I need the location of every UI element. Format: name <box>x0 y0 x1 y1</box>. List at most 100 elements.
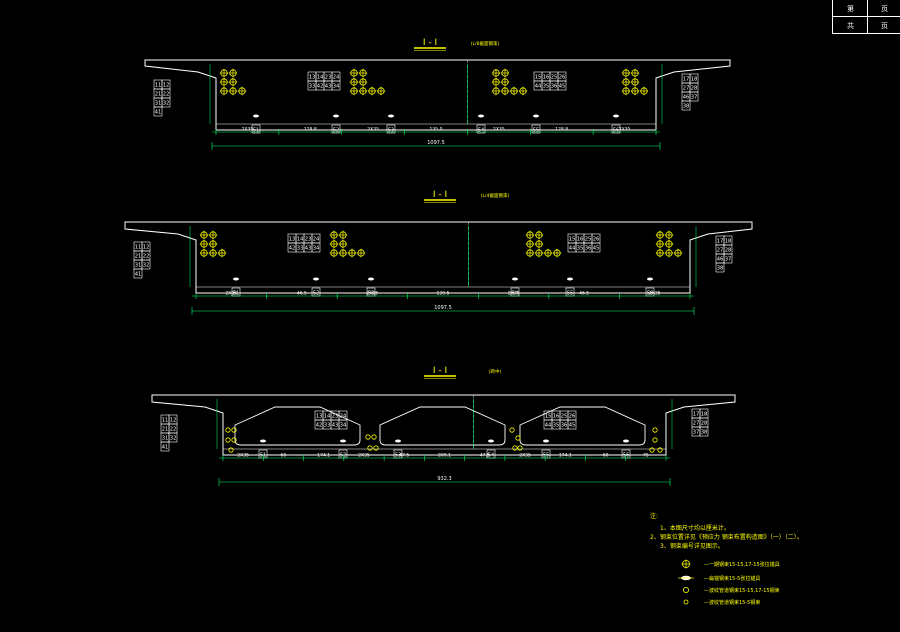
tendon-tag: 38 <box>683 104 690 110</box>
dimension-value: 2X35 <box>619 127 631 133</box>
dimension-value: 2X35 <box>519 453 531 459</box>
tendon-tag: 17 <box>717 239 724 245</box>
anchor-label-box <box>476 124 486 134</box>
tendon-tag-cell <box>557 80 567 91</box>
tendon-tag: 25 <box>585 237 592 243</box>
dimension-value: 46.5 <box>297 291 307 297</box>
dimension-value: 2X35 <box>358 453 370 459</box>
total-width-value: 932.3 <box>437 476 451 482</box>
title-block-cell: 共 <box>847 22 854 30</box>
dimension-value: 2X35 <box>237 453 249 459</box>
tendon-tag: 18 <box>701 412 708 418</box>
anchor-label-box <box>331 124 341 134</box>
flat-anchor-icon <box>613 114 619 118</box>
tendon-tag: 18 <box>725 239 732 245</box>
flat-anchor-icon <box>488 439 494 443</box>
tendon-tag: 12 <box>170 418 177 424</box>
tendon-tag-cell <box>160 441 170 452</box>
tendon-tag: 28 <box>691 86 698 92</box>
flat-anchor-icon <box>647 277 653 281</box>
anchor-label: 56 <box>613 128 619 134</box>
tendon-tag: 46 <box>683 95 690 101</box>
dimension-value: 135.0 <box>430 127 443 133</box>
tendon-tag: 23 <box>332 414 339 420</box>
tendon-tag: 13 <box>289 237 296 243</box>
flat-anchor-icon <box>623 439 629 443</box>
tendon-tag-cell <box>331 80 341 91</box>
box-cell-outline <box>234 406 361 446</box>
duct-ring-icon <box>515 435 521 441</box>
tendon-tag: 38 <box>717 266 724 272</box>
anchor-label: 55 <box>533 128 539 134</box>
tendon-tag: 26 <box>569 414 576 420</box>
tendon-tag: 27 <box>683 86 690 92</box>
flat-anchor-icon <box>478 114 484 118</box>
tendon-tag: 37 <box>693 430 700 436</box>
tendon-tag: 43 <box>305 246 312 252</box>
tendon-tag-cell <box>153 106 163 117</box>
tendon-tag: 33 <box>324 423 331 429</box>
dimension-value: 47.5 <box>399 453 409 459</box>
anchor-label: 53 <box>395 453 401 459</box>
tendon-tag-cell <box>681 100 691 111</box>
tendon-tag-cell <box>161 97 171 108</box>
tendon-tag: 34 <box>333 84 340 90</box>
section-subtitle: (L/4截面钢束) <box>481 192 510 199</box>
tendon-tag: 17 <box>683 77 690 83</box>
tendon-tag: 26 <box>593 237 600 243</box>
duct-ring-icon <box>683 599 689 605</box>
note-item: 2、钢束位置详见《预应力 钢束布置构造图》（一）（二）。 <box>650 534 803 541</box>
legend-text: —波纹管道钢束15-5钢束 <box>704 600 761 606</box>
tendon-tag: 28 <box>725 248 732 254</box>
anchor-label: 55 <box>543 453 549 459</box>
tendon-tag: 44 <box>535 84 542 90</box>
tendon-tag: 14 <box>297 237 304 243</box>
tendon-tag: 17 <box>693 412 700 418</box>
notes-heading: 注: <box>650 513 659 520</box>
tendon-tag: 42 <box>289 246 296 252</box>
tendon-tag: 41 <box>155 110 162 116</box>
duct-ring-icon <box>512 445 518 451</box>
duct-ring-icon <box>509 427 515 433</box>
dimension-value: 2X35 <box>508 291 520 297</box>
dimension-value: 75 <box>643 453 649 459</box>
duct-ring-icon <box>371 434 377 440</box>
tendon-tag: 36 <box>561 423 568 429</box>
anchor-label: 51 <box>253 128 259 134</box>
anchor-label: 54 <box>512 291 518 297</box>
tendon-tag: 14 <box>317 75 324 81</box>
tendon-tag: 36 <box>551 84 558 90</box>
tendon-tag: 15 <box>569 237 576 243</box>
box-cell-outline <box>519 406 646 446</box>
tendon-tag: 27 <box>693 421 700 427</box>
tendon-tag: 21 <box>155 92 162 98</box>
tendon-tag: 43 <box>325 84 332 90</box>
tendon-tag: 23 <box>325 75 332 81</box>
dimension-value: 2X35 <box>493 127 505 133</box>
tendon-tag: 16 <box>543 75 550 81</box>
tendon-tag: 15 <box>545 414 552 420</box>
duct-ring-icon <box>683 587 690 594</box>
tendon-tag: 12 <box>143 245 150 251</box>
tendon-tag: 41 <box>162 445 169 451</box>
dimension-value: 174.1 <box>559 453 572 459</box>
anchor-label: 52 <box>313 291 319 297</box>
tendon-tag-cell <box>338 419 348 430</box>
tendon-tag: 45 <box>569 423 576 429</box>
tendon-tag: 37 <box>691 95 698 101</box>
tendon-tag: 45 <box>593 246 600 252</box>
tendon-tag: 24 <box>340 414 347 420</box>
flat-anchor-icon <box>395 439 401 443</box>
tendon-tag-cell <box>699 426 709 437</box>
flat-anchor-icon <box>368 277 374 281</box>
total-width-value: 1097.5 <box>434 305 452 311</box>
section-title: I - I <box>433 190 447 200</box>
anchor-label: 52 <box>340 453 346 459</box>
dimension-value: 2X35 <box>367 127 379 133</box>
flat-anchor-icon <box>313 277 319 281</box>
duct-ring-icon <box>231 437 237 443</box>
title-block-cell: 页 <box>881 5 888 13</box>
tendon-tag-cell <box>141 259 151 270</box>
tendon-tag: 33 <box>309 84 316 90</box>
